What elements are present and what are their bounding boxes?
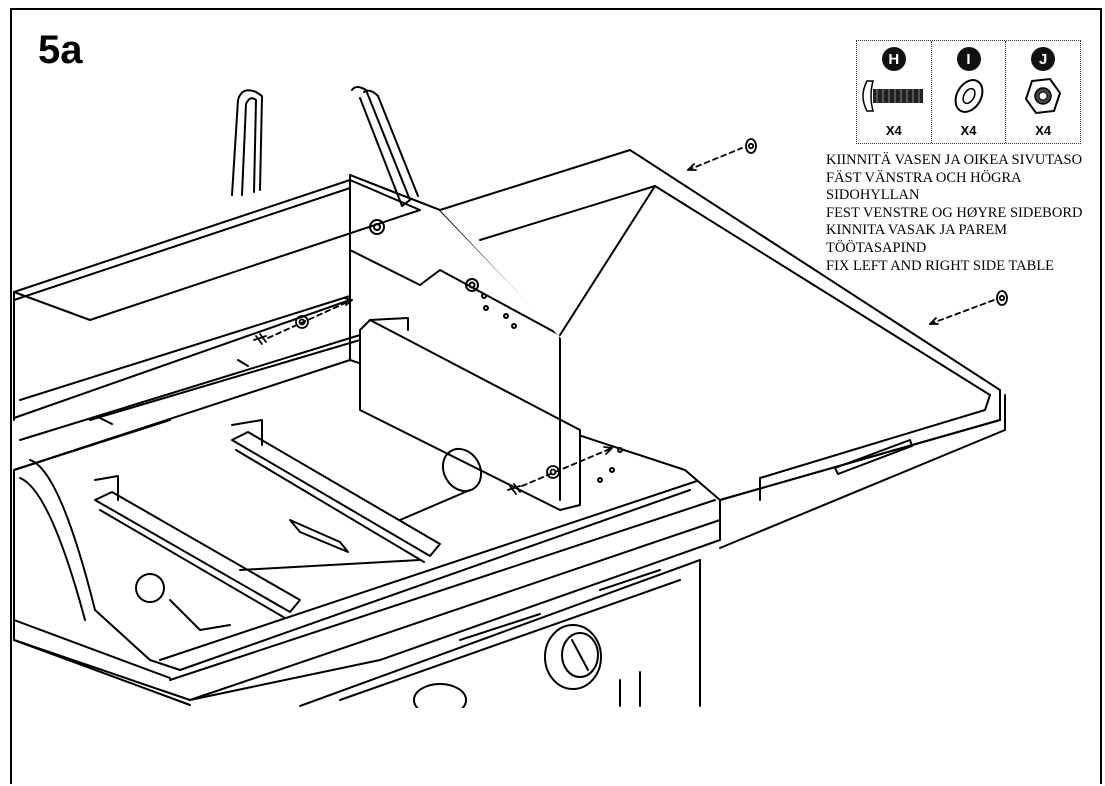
instruction-line: SIDOHYLLAN — [826, 187, 920, 204]
parts-box: H X4 I X4 J X4 — [856, 40, 1081, 144]
part-h: H X4 — [857, 41, 932, 143]
assembly-instructions: KIINNITÄ VASEN JA OIKEA SIVUTASO FÄST VÄ… — [826, 152, 1082, 275]
part-letter-badge: H — [881, 47, 906, 71]
side-table — [439, 149, 1006, 549]
part-qty: X4 — [1035, 123, 1052, 138]
part-i: I X4 — [932, 41, 1007, 143]
part-qty: X4 — [960, 123, 977, 138]
instruction-line: FIX LEFT AND RIGHT SIDE TABLE — [826, 257, 1055, 274]
grill-lid — [13, 86, 421, 421]
part-letter-badge: I — [956, 47, 981, 71]
instruction-line: FÄST VÄNSTRA OCH HÖGRA — [826, 169, 1022, 186]
bolt-arrows — [253, 138, 1008, 495]
instruction-line: KIINNITÄ VASEN JA OIKEA SIVUTASO — [826, 152, 1083, 168]
step-label: 5a — [38, 28, 83, 72]
instruction-line: TÖÖTASAPIND — [826, 239, 927, 256]
part-j: J X4 — [1006, 41, 1080, 143]
bolt-icon — [862, 80, 923, 112]
part-qty: X4 — [885, 123, 902, 138]
nut-icon — [1025, 77, 1062, 115]
part-letter-badge: J — [1031, 47, 1056, 71]
instruction-line: FEST VENSTRE OG HØYRE SIDEBORD — [826, 204, 1083, 221]
diagram-frame — [10, 8, 1102, 784]
instruction-line: KINNITA VASAK JA PAREM — [826, 222, 1008, 239]
washer-icon — [954, 79, 984, 113]
